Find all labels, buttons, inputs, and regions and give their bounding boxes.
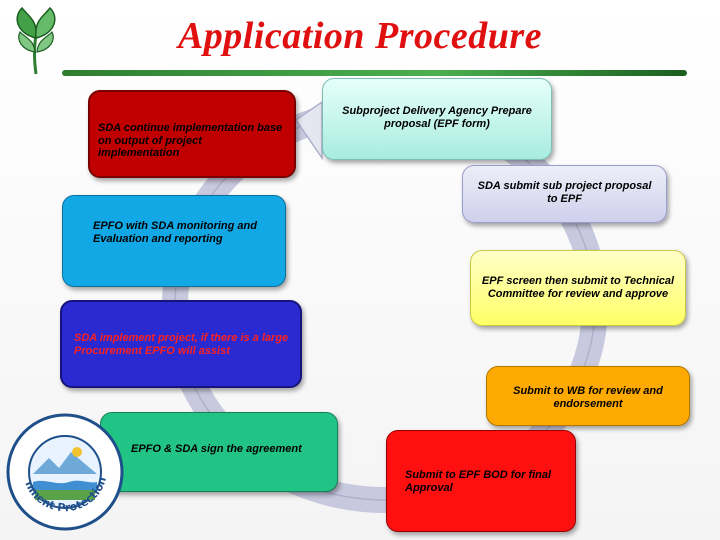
step-implement-text: SDA implement project, if there is a lar…	[74, 332, 289, 357]
step-monitoring: EPFO with SDA monitoring and Evaluation …	[62, 195, 286, 287]
step-screen-submit: EPF screen then submit to Technical Comm…	[470, 250, 686, 326]
title-divider	[62, 70, 687, 76]
step-sda-continue-text: SDA continue implementation base on outp…	[98, 122, 283, 160]
step-bod-approval: Submit to EPF BOD for final Approval	[386, 430, 576, 532]
step-prepare-proposal: Subproject Delivery Agency Prepare propo…	[322, 78, 552, 160]
page-title: Application Procedure	[177, 15, 543, 57]
step-wb-review: Submit to WB for review and endorsement	[486, 366, 690, 426]
step-sign-agreement: EPFO & SDA sign the agreement	[100, 412, 338, 492]
step-monitoring-text: EPFO with SDA monitoring and Evaluation …	[93, 220, 257, 245]
step-wb-review-text: Submit to WB for review and endorsement	[513, 385, 663, 410]
step-sda-continue: SDA continue implementation base on outp…	[88, 90, 296, 178]
step-submit-proposal-text: SDA submit sub project proposal to EPF	[477, 180, 652, 205]
step-bod-approval-text: Submit to EPF BOD for final Approval	[405, 469, 552, 494]
step-implement: SDA implement project, if there is a lar…	[60, 300, 302, 388]
step-screen-submit-text: EPF screen then submit to Technical Comm…	[481, 275, 675, 300]
step-sign-agreement-text: EPFO & SDA sign the agreement	[131, 443, 302, 455]
fund-seal-logo-icon: Environment Protection Fund	[5, 412, 124, 531]
step-prepare-proposal-text: Subproject Delivery Agency Prepare propo…	[342, 105, 532, 130]
leaf-logo-icon	[16, 6, 56, 75]
step-submit-proposal: SDA submit sub project proposal to EPF	[462, 165, 667, 223]
